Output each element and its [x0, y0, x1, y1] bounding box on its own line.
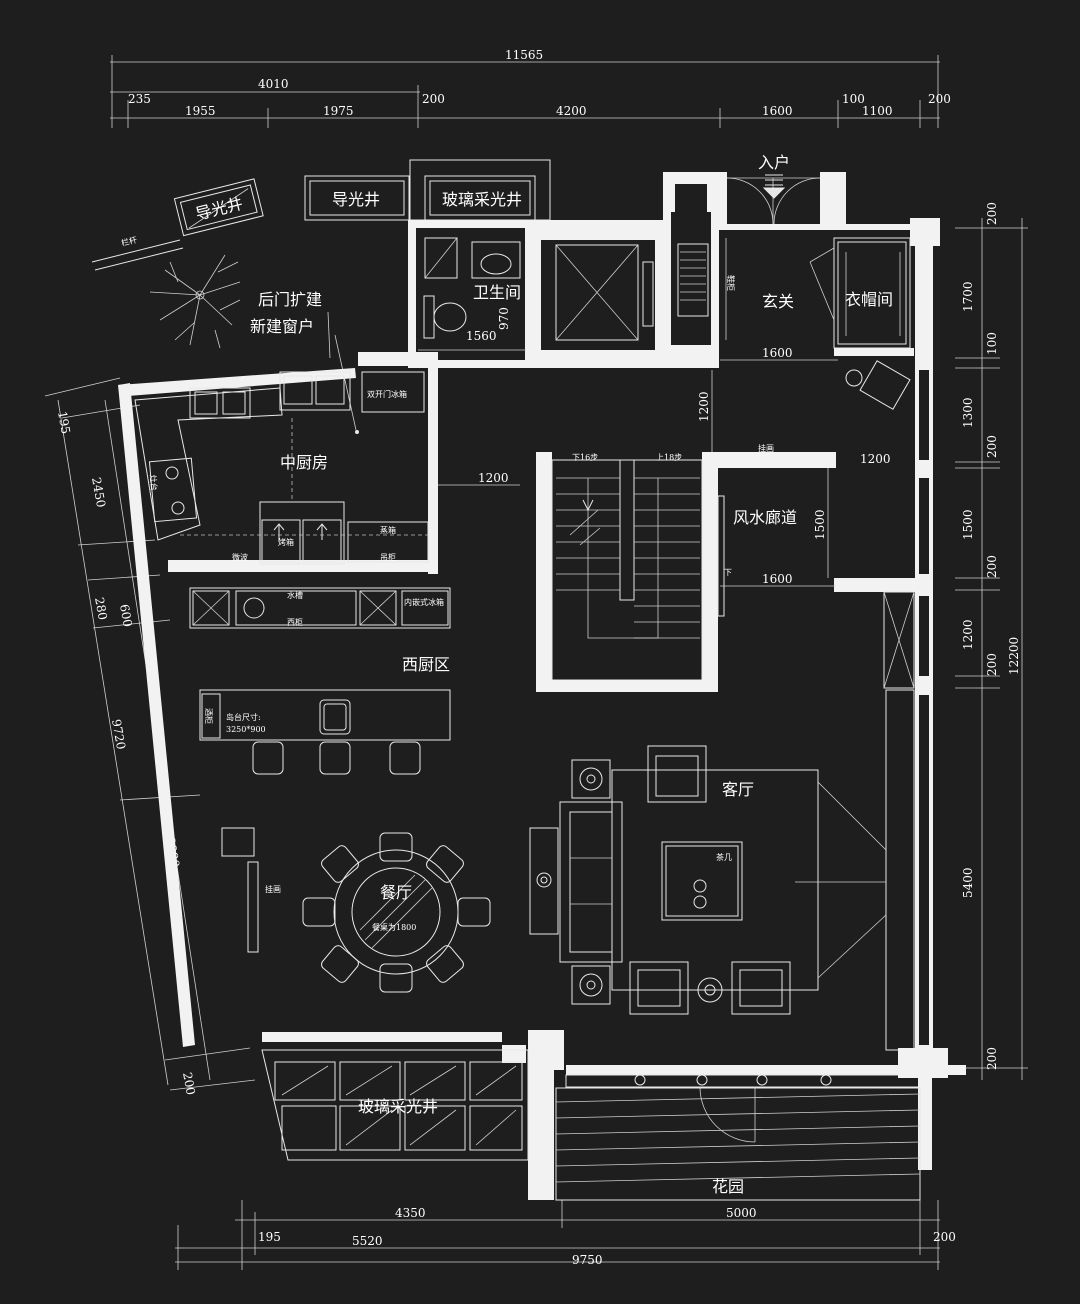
dim-top-235: 235 — [128, 92, 151, 106]
corridor: 挂画 风水廊道 1200 1500 1600 下 — [717, 443, 916, 689]
dim-top-1975: 1975 — [323, 104, 354, 118]
island-size-1: 岛台尺寸: — [226, 712, 261, 722]
oven-label: 烤箱 — [278, 537, 294, 547]
double-fridge-label: 双开门冰箱 — [367, 389, 407, 399]
stove-label: 灶台 — [148, 474, 159, 491]
dim-top-200b: 200 — [928, 92, 951, 106]
dim-corr-1200: 1200 — [860, 452, 891, 466]
dim-bottom-9750: 9750 — [572, 1253, 603, 1267]
light-well-1-label: 导光井 — [194, 194, 245, 224]
dim-right-1300: 1300 — [961, 397, 975, 428]
dim-bottom-5000: 5000 — [726, 1206, 757, 1220]
living-label: 客厅 — [722, 780, 754, 799]
elevator-core — [533, 172, 719, 368]
dimension-lines: 11565 4010 235 1955 1975 200 4200 1600 1… — [44, 48, 1028, 1270]
steamer-label: 蒸箱 — [380, 525, 396, 535]
western-kitchen-label: 西厨区 — [402, 655, 450, 674]
dim-corr-1600: 1600 — [762, 572, 793, 586]
table-size-label: 餐桌为1800 — [372, 922, 416, 932]
dim-right-100: 100 — [985, 332, 999, 355]
corridor-label: 风水廊道 — [733, 508, 797, 527]
tree-icon — [149, 254, 241, 349]
light-well-2-label: 导光井 — [332, 190, 380, 209]
right-wall — [915, 218, 933, 1068]
dim-top-4200: 4200 — [556, 104, 587, 118]
dim-left-9720: 9720 — [109, 718, 128, 751]
railing-label: 栏杆 — [120, 234, 138, 248]
dim-right-1700: 1700 — [961, 281, 975, 312]
entry-label: 入户 — [758, 153, 790, 172]
sink-cab-label: 水槽 — [287, 590, 303, 600]
dim-stair-1200h: 1200 — [478, 471, 509, 485]
dim-left-280: 280 — [92, 596, 110, 621]
dim-top-1600: 1600 — [762, 104, 793, 118]
bathroom: 卫生间 970 1560 — [408, 220, 533, 368]
dim-top-1100: 1100 — [862, 104, 893, 118]
bathroom-label: 卫生间 — [473, 283, 521, 302]
dining-chairs — [302, 832, 491, 993]
garden-label: 花园 — [712, 1177, 744, 1196]
dim-left-2450: 2450 — [89, 476, 108, 509]
back-door-label: 后门扩建 — [258, 290, 322, 309]
foyer-label: 玄关 — [762, 292, 794, 311]
chinese-kitchen: 双开门冰箱 灶台 微波 烤箱 蒸箱 吊柜 中厨房 — [118, 352, 520, 1047]
hanging-pic-corridor: 挂画 — [758, 443, 774, 453]
cloakroom-label: 衣帽间 — [845, 290, 893, 309]
tea-table-label: 茶几 — [716, 852, 732, 862]
dim-right-12200: 12200 — [1007, 637, 1021, 675]
dim-corr-1500: 1500 — [813, 509, 827, 540]
dim-bottom-5520: 5520 — [352, 1234, 383, 1248]
dim-right-200d: 200 — [985, 653, 999, 676]
dining: 挂画 餐厅 餐桌为1800 — [221, 827, 491, 993]
entry-foyer: 入户 玄关 鞋柜 1600 衣帽间 — [719, 153, 940, 410]
wine-cab-label: 酒柜 — [204, 708, 214, 724]
chinese-kitchen-label: 中厨房 — [280, 453, 328, 472]
down-stairs-small-label: 下 — [724, 568, 732, 577]
shoe-cab-label: 鞋柜 — [726, 275, 736, 291]
bottom-area: 玻璃采光井 花园 — [261, 1030, 966, 1201]
glass-well-bottom-label: 玻璃采光井 — [358, 1097, 438, 1116]
new-window-label: 新建窗户 — [250, 317, 314, 336]
dim-top-1955: 1955 — [185, 104, 216, 118]
entry-arrow-icon — [762, 174, 786, 199]
dim-bottom-195: 195 — [258, 1230, 281, 1244]
dim-bottom-200: 200 — [933, 1230, 956, 1244]
island-size-2: 3250*900 — [226, 725, 266, 734]
dim-stair-1200v: 1200 — [697, 391, 711, 422]
dim-right-200c: 200 — [985, 555, 999, 578]
glass-well-top-label: 玻璃采光井 — [442, 190, 522, 209]
dim-right-200a: 200 — [985, 202, 999, 225]
staircase: 下16步 上18步 1200 1200 — [478, 370, 718, 692]
west-cab-label: 西柜 — [287, 617, 303, 627]
dim-top-100: 100 — [842, 92, 865, 106]
dim-bottom-4350: 4350 — [395, 1206, 426, 1220]
dim-left-195: 195 — [55, 410, 73, 435]
dim-top-overall: 11565 — [505, 48, 543, 62]
dim-left-600: 600 — [117, 603, 135, 628]
flower-icon — [536, 872, 552, 888]
western-kitchen: 水槽 西柜 内嵌式冰箱 西厨区 酒柜 岛台尺寸: 3250*900 — [189, 587, 451, 775]
bar-stools — [252, 741, 421, 775]
dining-label: 餐厅 — [380, 883, 412, 902]
dim-right-200e: 200 — [985, 1047, 999, 1070]
dim-top-4010: 4010 — [258, 77, 289, 91]
up18-label: 上18步 — [656, 453, 682, 462]
dim-left-200: 200 — [180, 1071, 198, 1096]
dim-right-1500: 1500 — [961, 509, 975, 540]
microwave-label: 微波 — [232, 552, 248, 562]
dim-right-5400: 5400 — [961, 867, 975, 898]
dim-foyer-1600: 1600 — [762, 346, 793, 360]
dim-right-200b: 200 — [985, 435, 999, 458]
embedded-fridge-label: 内嵌式冰箱 — [404, 597, 444, 607]
hood-label: 吊柜 — [380, 552, 396, 562]
hanging-pic-left: 挂画 — [265, 884, 281, 894]
dim-right-1200: 1200 — [961, 619, 975, 650]
dim-bath-1560: 1560 — [466, 329, 497, 343]
dim-bath-970: 970 — [497, 307, 511, 330]
dim-top-200a: 200 — [422, 92, 445, 106]
living-room: 客厅 茶几 — [529, 689, 915, 1051]
down16-label: 下16步 — [572, 453, 598, 462]
